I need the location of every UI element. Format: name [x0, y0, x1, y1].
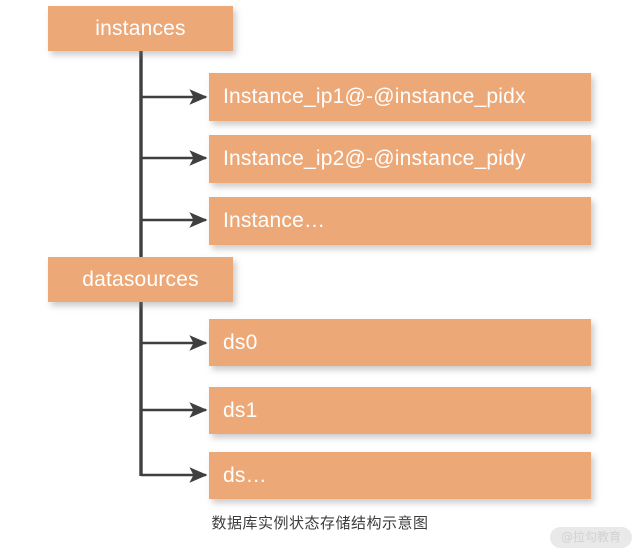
node-ds1-label: ds1 — [223, 398, 258, 422]
node-ds0-label: ds0 — [223, 330, 258, 354]
node-ds0[interactable]: ds0 — [209, 319, 591, 366]
node-ds1[interactable]: ds1 — [209, 387, 591, 434]
node-instance-ip2-label: Instance_ip2@-@instance_pidy — [223, 147, 526, 170]
node-instance-ip2[interactable]: Instance_ip2@-@instance_pidy — [209, 135, 591, 183]
node-ds-ellipsis-label: ds… — [223, 463, 267, 487]
node-instances-label: instances — [95, 16, 186, 40]
node-instance-ellipsis-label: Instance… — [223, 209, 326, 232]
node-datasources[interactable]: datasources — [48, 257, 233, 302]
watermark-badge: @拉勾教育 — [549, 527, 632, 548]
node-instance-ip1[interactable]: Instance_ip1@-@instance_pidx — [209, 73, 591, 121]
node-instance-ip1-label: Instance_ip1@-@instance_pidx — [223, 85, 526, 108]
node-datasources-label: datasources — [82, 267, 199, 291]
node-instances[interactable]: instances — [48, 6, 233, 51]
diagram-caption: 数据库实例状态存储结构示意图 — [211, 514, 429, 532]
node-instance-ellipsis[interactable]: Instance… — [209, 197, 591, 245]
node-ds-ellipsis[interactable]: ds… — [209, 452, 591, 499]
